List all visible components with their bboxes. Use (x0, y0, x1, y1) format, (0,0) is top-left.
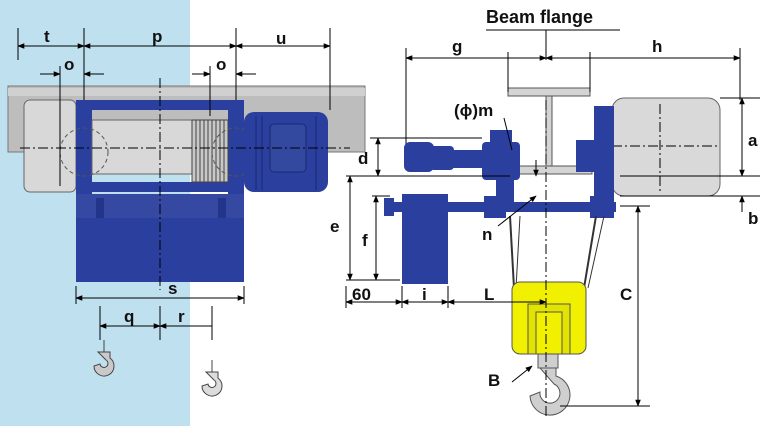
dim-label-b: b (748, 209, 759, 228)
dim-label-L: L (484, 285, 495, 304)
dim-label-o-left: o (64, 55, 75, 74)
dim-label-g: g (452, 37, 463, 56)
dim-label-h: h (652, 37, 663, 56)
front-gray-motor (611, 97, 721, 197)
dim-label-o-right: o (216, 55, 227, 74)
front-view (345, 29, 760, 416)
dim-label-i: i (422, 285, 427, 304)
front-control-box (402, 194, 448, 284)
side-rope-windings (191, 119, 229, 183)
side-view (7, 28, 366, 397)
dim-label-p: p (152, 27, 163, 46)
side-hook-right-icon (201, 360, 223, 397)
dim-label-B: B (488, 371, 501, 390)
side-trolley-frame-left (76, 100, 92, 204)
beam-flange-title: Beam flange (486, 7, 594, 27)
dim-label-d: d (358, 149, 369, 168)
front-left-motor (404, 130, 520, 206)
dim-label-q: q (124, 307, 135, 326)
dim-label-e: e (330, 217, 340, 236)
dim-label-n: n (482, 225, 493, 244)
dim-label-s: s (168, 279, 178, 298)
side-drum (91, 119, 193, 175)
dim-label-m: (ϕ)m (454, 101, 494, 120)
side-hook-left-icon (93, 340, 115, 377)
dim-label-60: 60 (352, 285, 371, 304)
dim-label-f: f (362, 231, 368, 250)
dim-label-r: r (178, 307, 185, 326)
dim-label-t: t (44, 27, 50, 46)
side-wheel-left (59, 127, 109, 177)
side-trolley-frame-right (228, 100, 244, 204)
dim-label-a: a (748, 131, 758, 150)
side-end-cap (23, 99, 77, 193)
front-right-bracket (594, 106, 614, 208)
front-hook-icon (529, 353, 571, 416)
dim-label-u: u (276, 29, 287, 48)
dim-label-C: C (620, 285, 633, 304)
